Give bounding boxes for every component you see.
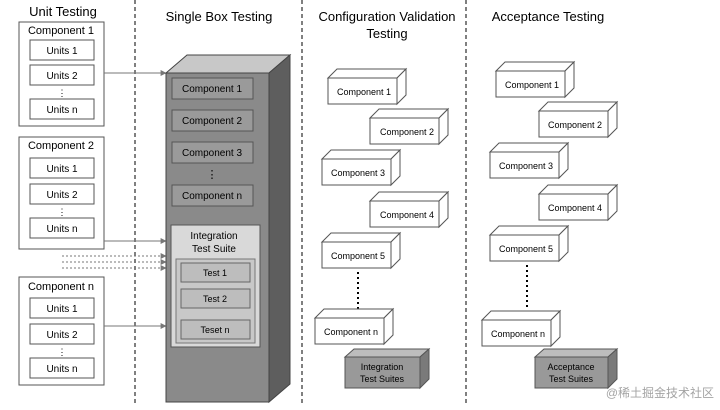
section-title-single: Single Box Testing [166, 9, 273, 24]
tower-component-label: Component n [182, 191, 242, 202]
unit-box: Units 1 [29, 39, 95, 61]
test-box: Test 2 [180, 288, 251, 309]
unit-group-title: Component 1 [28, 25, 94, 37]
component-box-3d: Component n [313, 307, 395, 346]
unit-box: Units 2 [29, 323, 95, 345]
tower-component-label: Component 3 [182, 148, 242, 159]
tower-component-slot: Component 3 [171, 141, 254, 164]
unit-box: Units 2 [29, 64, 95, 86]
unit-label: Units 2 [46, 71, 78, 82]
test-label: Test 2 [203, 294, 227, 304]
test-box: Teset n [180, 319, 251, 340]
component-box-3d: Component 2 [368, 107, 450, 146]
component-label: Component 4 [380, 210, 434, 220]
component-box-3d: Component 3 [488, 141, 570, 180]
unit-label: Units n [46, 364, 77, 375]
component-box-3d: Component 5 [320, 231, 402, 270]
section-title-config: Configuration Validation [318, 9, 455, 24]
tower-component-label: Component 1 [182, 84, 242, 95]
suite-label: Acceptance [547, 362, 594, 372]
unit-label: Units n [46, 105, 77, 116]
unit-label: Units 1 [46, 304, 78, 315]
test-label: Test 1 [203, 268, 227, 278]
unit-group-1: Component 1 Units 1 Units 2 ⋮ Units n [18, 21, 105, 127]
tower-side [268, 53, 291, 404]
suite-label: Integration [361, 362, 404, 372]
unit-label: Units 2 [46, 190, 78, 201]
unit-box: Units 1 [29, 157, 95, 179]
integration-test-suite-panel: Integration Test Suite Test 1 Test 2 Tes… [170, 224, 261, 348]
single-box-tower: Component 1 Component 2 Component 3 ⋮ Co… [164, 53, 292, 404]
ellipsis-dots: ⋮ [58, 347, 67, 357]
section-title-acceptance: Acceptance Testing [492, 9, 605, 24]
component-label: Component n [491, 329, 545, 339]
test-label: Teset n [200, 325, 229, 335]
test-box: Test 1 [180, 262, 251, 283]
ellipsis-dots: ⋮ [58, 88, 67, 98]
unit-label: Units 2 [46, 330, 78, 341]
tower-component-slot: Component 1 [171, 77, 254, 100]
unit-label: Units 1 [46, 46, 78, 57]
component-box-3d: Component 1 [494, 60, 576, 99]
unit-box: Units n [29, 98, 95, 120]
section-title-config-2: Testing [366, 26, 407, 41]
component-box-3d: Component 1 [326, 67, 408, 106]
tower-component-label: Component 2 [182, 116, 242, 127]
section-title-unit: Unit Testing [29, 4, 97, 19]
suite-title: Integration [190, 231, 237, 242]
unit-group-title: Component n [28, 281, 94, 293]
component-box-3d: Component 5 [488, 224, 570, 263]
component-box-3d: Component 3 [320, 148, 402, 187]
unit-group-title: Component 2 [28, 140, 94, 152]
unit-box: Units n [29, 357, 95, 379]
ellipsis-dots: ⋮ [207, 169, 218, 181]
integration-test-suites-box: Integration Test Suites [343, 347, 431, 390]
unit-group-n: Component n Units 1 Units 2 ⋮ Units n [18, 276, 105, 386]
unit-label: Units n [46, 224, 77, 235]
unit-box: Units 1 [29, 297, 95, 319]
component-label: Component 5 [331, 251, 385, 261]
component-label: Component 2 [380, 127, 434, 137]
component-label: Component n [324, 327, 378, 337]
component-box-3d: Component 4 [537, 183, 619, 222]
suite-label-2: Test Suites [360, 374, 405, 384]
tower-component-slot: Component n [171, 184, 254, 207]
component-box-3d: Component 4 [368, 190, 450, 229]
component-label: Component 3 [499, 161, 553, 171]
acceptance-test-suites-box: Acceptance Test Suites [533, 347, 619, 390]
unit-group-2: Component 2 Units 1 Units 2 ⋮ Units n [18, 136, 105, 250]
unit-box: Units 2 [29, 183, 95, 205]
watermark-text: @稀土掘金技术社区 [606, 385, 714, 400]
component-box-3d: Component 2 [537, 100, 619, 139]
acceptance-column: Component 1 Component 2 Component 3 Comp… [480, 60, 619, 390]
ellipsis-dots: ⋮ [58, 207, 67, 217]
suite-label-2: Test Suites [549, 374, 594, 384]
component-label: Component 2 [548, 120, 602, 130]
component-label: Component 1 [505, 80, 559, 90]
component-label: Component 1 [337, 87, 391, 97]
unit-box: Units n [29, 217, 95, 239]
unit-label: Units 1 [46, 164, 78, 175]
component-label: Component 3 [331, 168, 385, 178]
component-label: Component 5 [499, 244, 553, 254]
component-box-3d: Component n [480, 309, 562, 348]
suite-title-2: Test Suite [192, 244, 236, 255]
component-label: Component 4 [548, 203, 602, 213]
config-column: Component 1 Component 2 Component 3 Comp… [313, 67, 450, 390]
tower-component-slot: Component 2 [171, 109, 254, 132]
